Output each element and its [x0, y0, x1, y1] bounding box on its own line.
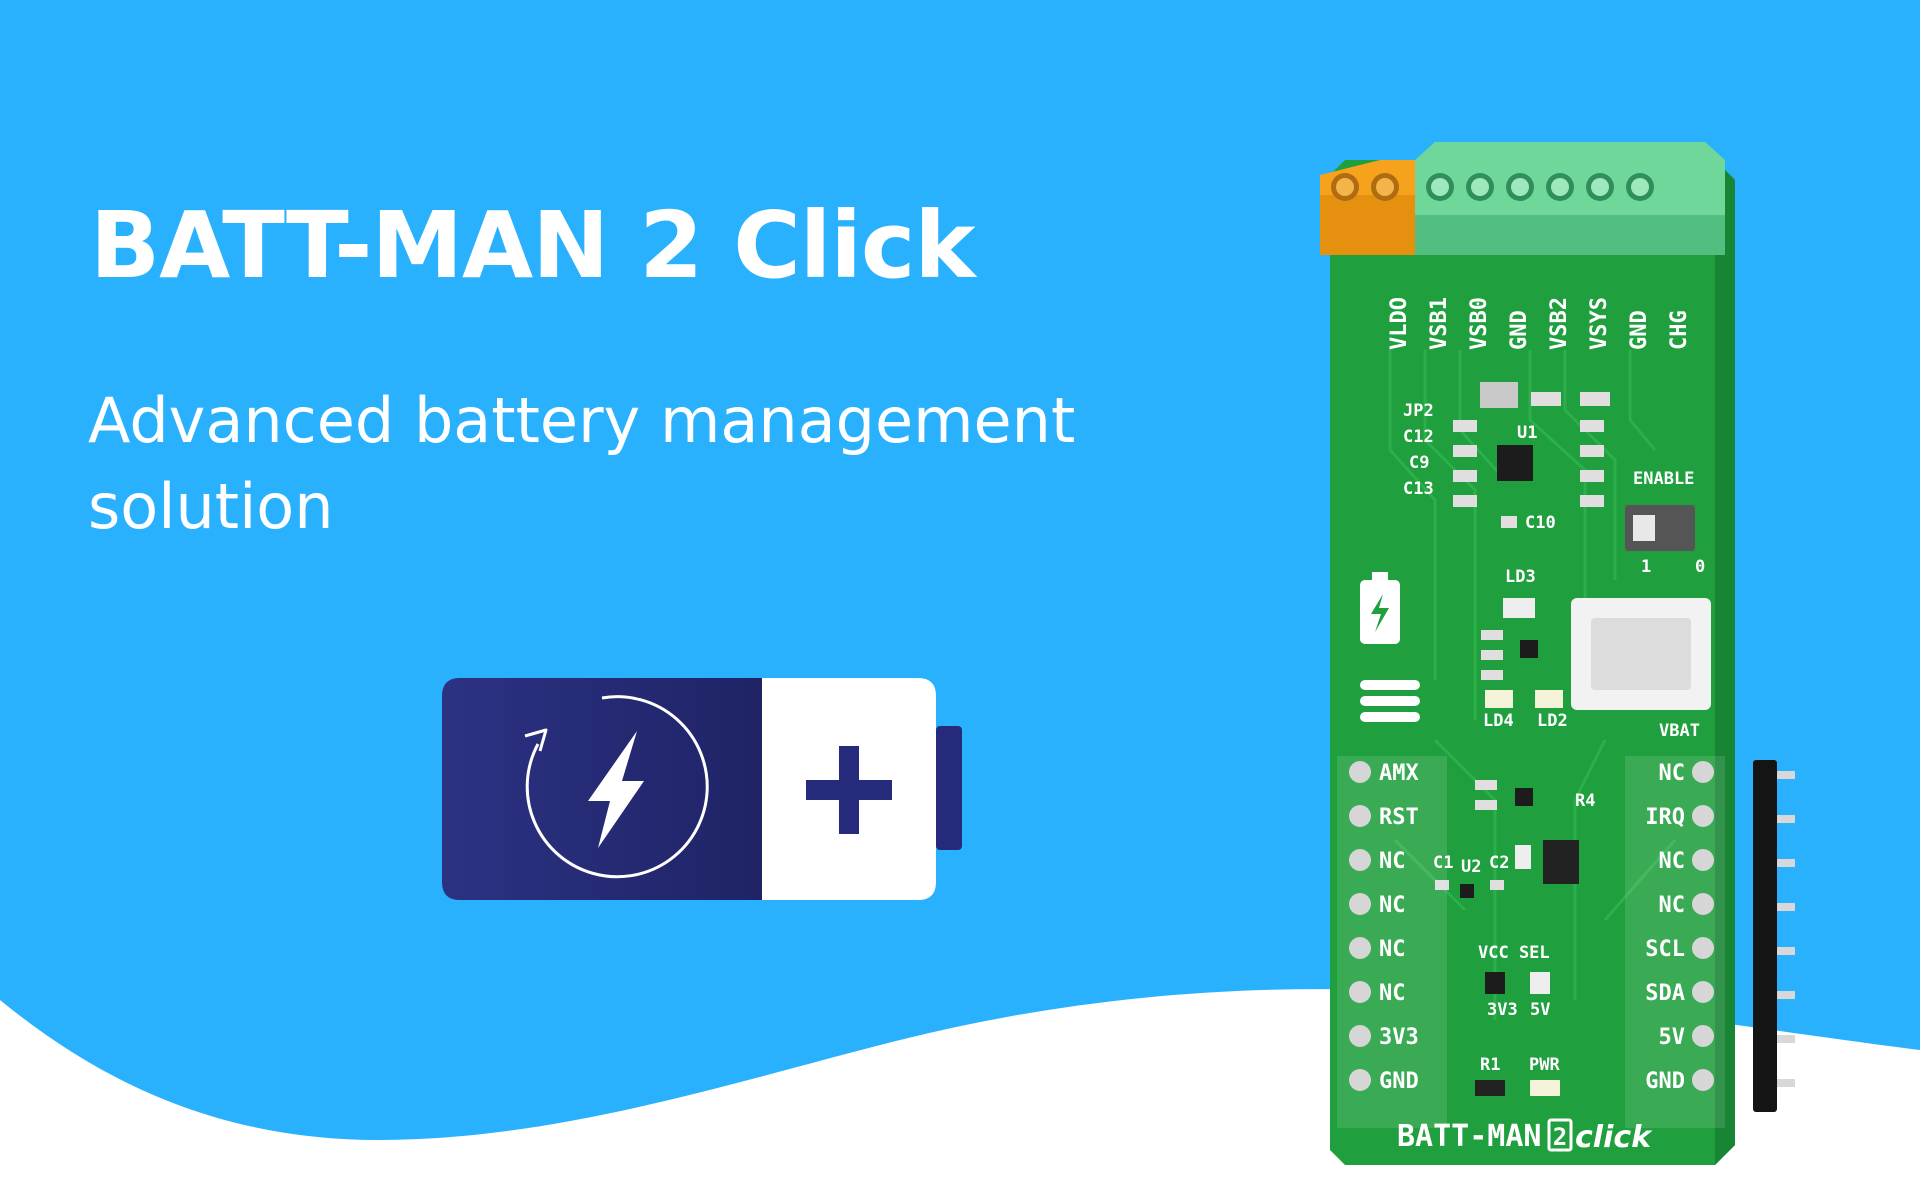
- right-pin-column: [1625, 756, 1725, 1128]
- screw-terminal-orange: [1320, 160, 1415, 255]
- label-c12: C12: [1403, 427, 1434, 447]
- left-pin-label: AMX: [1379, 761, 1419, 786]
- label-jp2: JP2: [1403, 401, 1434, 421]
- label-switch-0: 0: [1695, 557, 1705, 577]
- subtitle-line-2: solution: [88, 470, 334, 543]
- screw-terminal-green: [1415, 142, 1725, 255]
- right-pin-label: IRQ: [1645, 805, 1685, 830]
- right-pin-label: SCL: [1645, 937, 1685, 962]
- label-vbat: VBAT: [1659, 721, 1700, 741]
- board-click-text: click: [1575, 1120, 1653, 1155]
- top-pin-label: VLDO: [1387, 297, 1412, 350]
- label-vcc-sel: VCC SEL: [1478, 943, 1550, 963]
- left-pin-label: NC: [1379, 893, 1406, 918]
- left-pin-labels: AMX RST NC NC NC NC 3V3 GND: [1379, 761, 1419, 1094]
- left-pin-label: NC: [1379, 937, 1406, 962]
- label-c10: C10: [1525, 513, 1556, 533]
- label-pwr: PWR: [1529, 1055, 1560, 1075]
- right-pin-label: SDA: [1645, 981, 1685, 1006]
- page-subtitle: Advanced battery management solution: [88, 378, 1188, 550]
- top-pin-label: VSYS: [1587, 297, 1612, 350]
- top-pin-label: GND: [1627, 310, 1652, 350]
- label-r1: R1: [1480, 1055, 1500, 1075]
- left-pin-column: [1337, 756, 1447, 1128]
- board-number-text: 2: [1553, 1123, 1567, 1151]
- right-pin-labels: NC IRQ NC NC SCL SDA 5V GND: [1645, 761, 1685, 1094]
- battery-silk-icon: [1360, 572, 1400, 644]
- label-5v: 5V: [1530, 1000, 1550, 1020]
- label-u2: U2: [1461, 857, 1481, 877]
- right-pin-label: NC: [1659, 893, 1686, 918]
- header-pins: [1753, 760, 1795, 1112]
- left-pin-label: NC: [1379, 849, 1406, 874]
- right-pin-label: NC: [1659, 849, 1686, 874]
- label-c9: C9: [1409, 453, 1429, 473]
- label-ld3: LD3: [1505, 567, 1536, 587]
- top-pin-label: GND: [1507, 310, 1532, 350]
- left-pin-label: RST: [1379, 805, 1419, 830]
- page-title: BATT-MAN 2 Click: [90, 192, 976, 299]
- left-pin-label: GND: [1379, 1069, 1419, 1094]
- right-pin-label: NC: [1659, 761, 1686, 786]
- label-enable: ENABLE: [1633, 469, 1694, 489]
- top-pin-label: VSB1: [1427, 297, 1452, 350]
- click-board-photo: VLDO VSB1 VSB0 GND VSB2 VSYS GND CHG JP2…: [1320, 142, 1795, 1165]
- label-3v3: 3V3: [1487, 1000, 1518, 1020]
- right-pin-label: 5V: [1659, 1025, 1686, 1050]
- top-pin-labels: VLDO VSB1 VSB0 GND VSB2 VSYS GND CHG: [1387, 297, 1692, 350]
- label-ld4: LD4: [1483, 711, 1514, 731]
- top-pin-label: VSB0: [1467, 297, 1492, 350]
- components: [1435, 382, 1711, 1096]
- right-pin-label: GND: [1645, 1069, 1685, 1094]
- label-c1: C1: [1433, 853, 1453, 873]
- label-r4: R4: [1575, 791, 1595, 811]
- label-c13: C13: [1403, 479, 1434, 499]
- subtitle-line-1: Advanced battery management: [88, 384, 1076, 457]
- mikroe-logo-icon: [1360, 680, 1420, 722]
- label-u1: U1: [1517, 423, 1537, 443]
- left-pin-label: 3V3: [1379, 1025, 1419, 1050]
- battery-charging-icon: [442, 678, 962, 900]
- component-labels: JP2 C12 C9 C13 U1 C10 ENABLE 1 0 LD3 LD4…: [1403, 401, 1705, 1075]
- top-pin-label: CHG: [1667, 310, 1692, 350]
- label-c2: C2: [1489, 853, 1509, 873]
- top-pin-label: VSB2: [1547, 297, 1572, 350]
- board-name-text: BATT-MAN: [1397, 1119, 1542, 1154]
- label-switch-1: 1: [1641, 557, 1651, 577]
- left-pin-label: NC: [1379, 981, 1406, 1006]
- label-ld2: LD2: [1537, 711, 1568, 731]
- board-product-name: BATT-MAN 2 click: [1397, 1118, 1653, 1155]
